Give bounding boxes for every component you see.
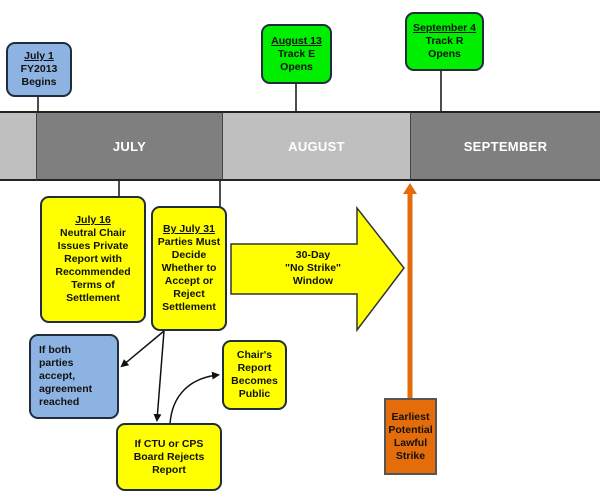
public-line: Public — [238, 388, 271, 400]
no-strike-window-label: 30-Day "No Strike" Window — [268, 249, 358, 288]
july31-line: Whether to — [161, 262, 217, 274]
july16-line: Issues Private — [57, 240, 129, 252]
july16-line: Neutral Chair — [60, 227, 126, 239]
july16-date: July 16 — [75, 214, 111, 226]
aug13-date: August 13 — [271, 34, 322, 47]
aug13-track-e-box: August 13 Track E Opens — [261, 24, 332, 84]
window-line2: "No Strike" — [284, 262, 342, 274]
sep4-line2: Opens — [428, 48, 461, 60]
reject-line: Board Rejects — [133, 450, 205, 463]
july16-line: Terms of — [71, 279, 115, 291]
reject-line: If CTU or CPS — [134, 437, 204, 450]
report-public-box: Chair's Report Becomes Public — [222, 340, 287, 410]
july1-line2: Begins — [21, 76, 57, 88]
july-label: JULY — [112, 138, 147, 154]
public-line: Report — [237, 362, 272, 374]
earliest-strike-box: Earliest Potential Lawful Strike — [384, 398, 437, 475]
july16-line: Recommended — [55, 266, 131, 278]
strike-arrow-head — [403, 183, 417, 194]
public-line: Becomes — [231, 375, 278, 387]
strike-line: Potential — [388, 423, 433, 436]
reject-report-box: If CTU or CPS Board Rejects Report — [116, 423, 222, 491]
accept-line: reached — [39, 396, 80, 408]
sep4-date: September 4 — [412, 22, 477, 34]
reject-line: Report — [152, 463, 186, 476]
july31-line: Settlement — [162, 301, 216, 313]
aug13-line2: Opens — [280, 60, 313, 73]
sep4-track-r-box: September 4 Track R Opens — [405, 12, 484, 71]
july16-neutral-chair-box: July 16 Neutral Chair Issues Private Rep… — [40, 196, 146, 323]
july1-line1: FY2013 — [20, 63, 58, 75]
both-accept-box: If both parties accept, agreement reache… — [29, 334, 119, 419]
august-label: AUGUST — [288, 138, 345, 154]
july31-line: Accept or — [164, 275, 214, 287]
july16-line: Report with — [64, 253, 122, 265]
accept-line: accept, — [39, 370, 76, 382]
window-line1: 30-Day — [295, 249, 331, 261]
timeline-july-band: JULY — [36, 111, 223, 181]
july31-decision-box: By July 31 Parties Must Decide Whether t… — [151, 206, 227, 331]
accept-line: agreement — [39, 383, 93, 395]
window-line3: Window — [292, 275, 334, 287]
aug13-line1: Track E — [277, 47, 316, 60]
sep4-line1: Track R — [425, 35, 464, 47]
timeline-september-band: SEPTEMBER — [410, 111, 600, 181]
strike-line: Lawful — [393, 436, 428, 449]
september-label: SEPTEMBER — [463, 138, 548, 154]
july31-date: By July 31 — [163, 223, 215, 235]
july31-line: Decide — [171, 249, 207, 261]
timeline-june-band — [0, 111, 37, 181]
public-line: Chair's — [236, 349, 273, 361]
accept-line: If both — [39, 344, 72, 356]
strike-line: Strike — [395, 449, 426, 462]
no-strike-window-arrow — [230, 205, 405, 333]
july1-fy2013-box: July 1 FY2013 Begins — [6, 42, 72, 97]
accept-line: parties — [39, 357, 74, 369]
july31-line: Parties Must — [157, 236, 221, 248]
strike-line: Earliest — [391, 410, 430, 423]
july31-line: Reject — [173, 288, 205, 300]
july16-line: Settlement — [66, 292, 120, 304]
july1-date: July 1 — [24, 50, 54, 62]
